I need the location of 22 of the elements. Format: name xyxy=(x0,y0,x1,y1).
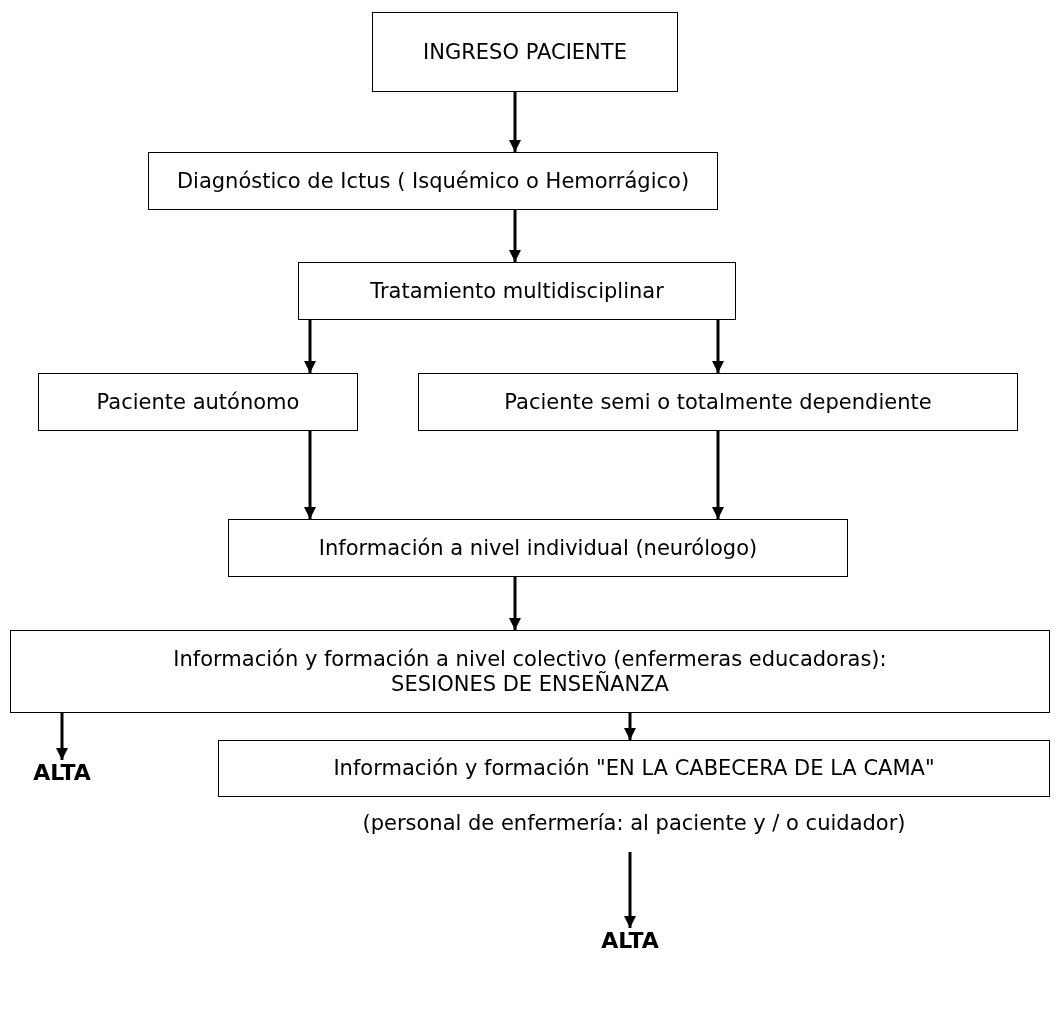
box-text: Información y formación a nivel colectivo (enfermeras educadoras): xyxy=(173,647,887,672)
arrow xyxy=(509,577,521,630)
box-text: Paciente semi o totalmente dependiente xyxy=(504,389,932,415)
arrow xyxy=(624,713,636,740)
note-text: (personal de enfermería: al paciente y / o cuidador) xyxy=(361,811,907,835)
arrow xyxy=(624,852,636,928)
arrow xyxy=(712,320,724,373)
arrow xyxy=(712,431,724,519)
end-label: ALTA xyxy=(600,928,660,953)
box-text: Información y formación "EN LA CABECERA DE LA CAMA" xyxy=(333,756,935,781)
box-text: INGRESO PACIENTE xyxy=(423,39,627,65)
arrow xyxy=(304,320,316,373)
box-text: Información a nivel individual (neurólogo) xyxy=(318,535,758,561)
box-text: Tratamiento multidisciplinar xyxy=(370,278,664,304)
arrow xyxy=(509,210,521,262)
box-text: SESIONES DE ENSEÑANZA xyxy=(391,671,669,696)
box-text: Paciente autónomo xyxy=(96,389,300,415)
arrow xyxy=(304,431,316,519)
end-label: ALTA xyxy=(32,760,92,785)
arrow xyxy=(56,713,68,760)
box-text: Diagnóstico de Ictus ( Isquémico o Hemorrágico) xyxy=(176,168,690,194)
arrow xyxy=(509,92,521,152)
